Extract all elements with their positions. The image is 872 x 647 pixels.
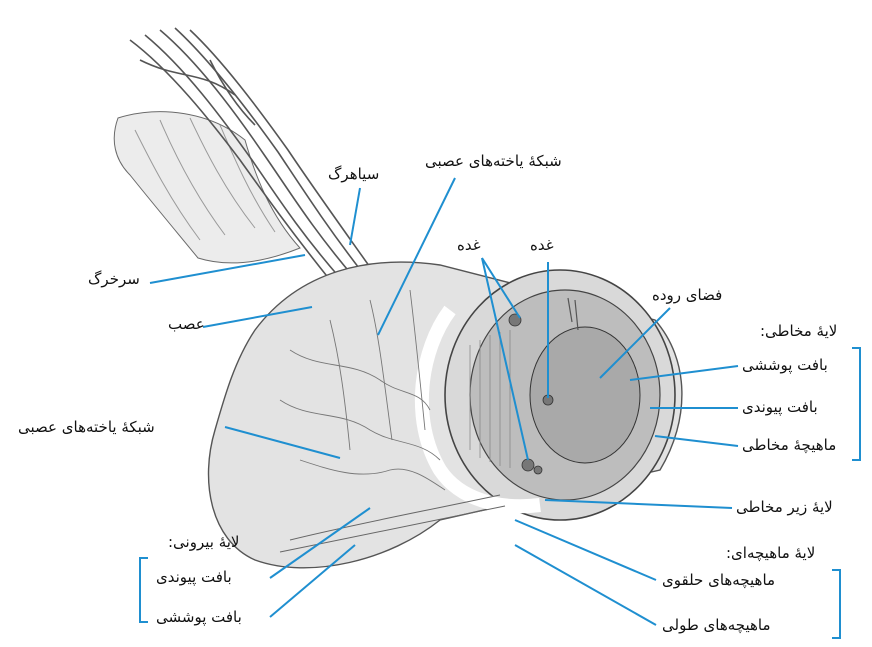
mesentery-tissue [114,112,300,263]
label-gland-left: غده [457,236,481,254]
label-vein: سیاهرگ [328,165,379,183]
label-outer-epithelium: بافت پوششی [156,608,242,626]
bracket-outer [140,558,148,622]
intestine-tube [208,262,681,568]
label-outer-connective: بافت پیوندی [156,568,232,586]
label-nerve-network-top: شبکهٔ یاخته‌های عصبی [425,152,562,170]
label-nerve-network-left: شبکهٔ یاخته‌های عصبی [18,418,155,436]
label-intestinal-lumen: فضای روده [652,286,722,304]
bracket-mucosa [852,348,860,460]
label-mucosa-layer: لایهٔ مخاطی: [760,322,837,340]
label-muscle-layer: لایهٔ ماهیچه‌ای: [726,544,815,562]
label-submucosa-layer: لایهٔ زیر مخاطی [736,498,833,516]
leader-muscle-circular [515,520,656,580]
label-artery: سرخرگ [88,270,140,288]
label-outer-layer: لایهٔ بیرونی: [168,533,240,551]
label-mucosa-connective: بافت پیوندی [742,398,818,416]
leader-vein [350,188,360,245]
leader-muscle-longitudinal [515,545,656,625]
label-mucosa-muscle: ماهیچهٔ مخاطی [742,436,836,454]
label-mucosa-epithelium: بافت پوششی [742,356,828,374]
label-muscle-circular: ماهیچه‌های حلقوی [662,571,775,589]
label-nerve: عصب [168,315,205,333]
bracket-muscle [832,570,840,638]
label-gland-right: غده [530,236,554,254]
label-muscle-longitudinal: ماهیچه‌های طولی [662,616,771,634]
